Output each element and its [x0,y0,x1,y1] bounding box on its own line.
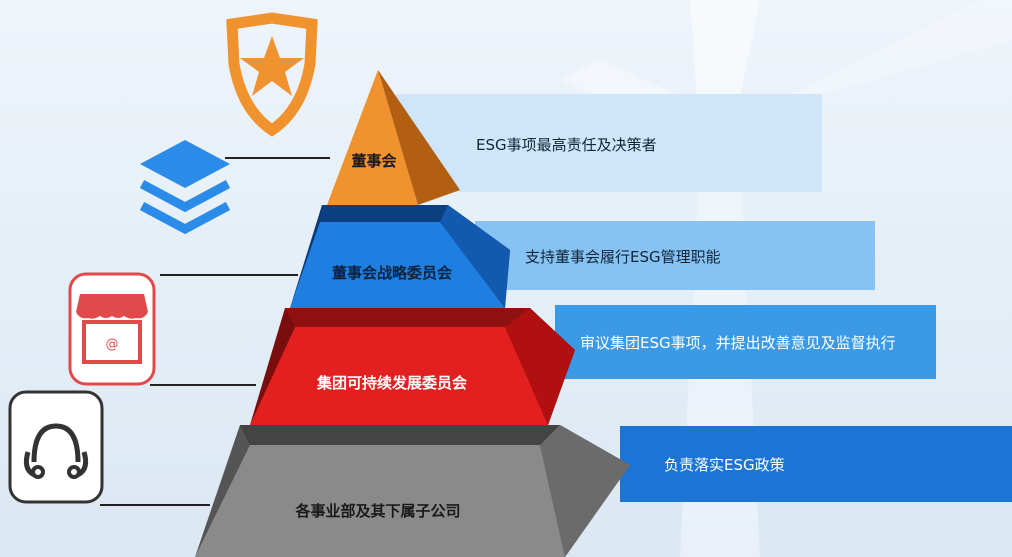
pyramid-tier-2 [290,205,510,308]
store-icon: @ [68,272,156,386]
tier-description-2: 支持董事会履行ESG管理职能 [525,248,721,266]
pyramid-tier-3 [250,308,575,425]
tier-label-2: 董事会战略委员会 [331,264,453,282]
connection-icon [8,390,104,504]
pyramid-tier-1 [327,70,460,205]
tier-label-4: 各事业部及其下属子公司 [295,502,461,520]
tier-description-3: 审议集团ESG事项，并提出改善意见及监督执行 [580,334,896,352]
pyramid-tier-4 [195,425,630,557]
tier-description-1: ESG事项最高责任及决策者 [476,136,657,154]
description-bar-4 [620,426,1012,502]
layers-icon [139,140,231,235]
star-shield-icon [226,12,318,137]
svg-text:@: @ [106,337,119,352]
description-bar-1 [396,94,822,192]
tier-label-3: 集团可持续发展委员会 [316,374,468,392]
tier-label-1: 董事会 [351,152,397,170]
description-bar-3 [555,305,936,379]
tier-description-4: 负责落实ESG政策 [664,456,785,474]
description-bar-2 [475,221,875,290]
